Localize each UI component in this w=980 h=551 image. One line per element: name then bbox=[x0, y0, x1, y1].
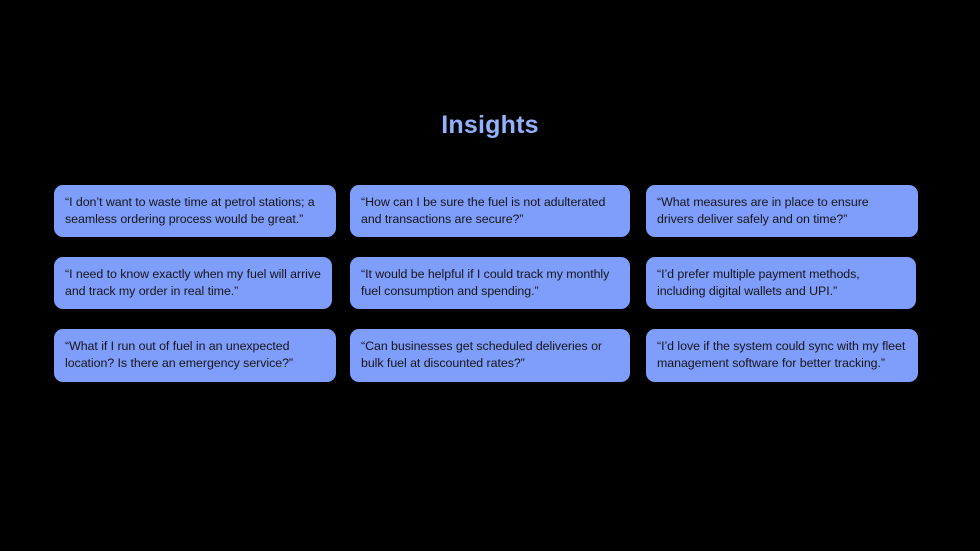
insight-card: “What if I run out of fuel in an unexpec… bbox=[54, 329, 336, 382]
insight-card: “I don’t want to waste time at petrol st… bbox=[54, 185, 336, 238]
page-title: Insights bbox=[441, 111, 539, 139]
insight-card: “I’d love if the system could sync with … bbox=[646, 329, 918, 382]
insight-card: “I need to know exactly when my fuel wil… bbox=[54, 257, 332, 310]
insight-card: “How can I be sure the fuel is not adult… bbox=[350, 185, 630, 238]
insights-grid: “I don’t want to waste time at petrol st… bbox=[54, 185, 920, 382]
insight-card: “It would be helpful if I could track my… bbox=[350, 257, 630, 310]
insight-card: “I’d prefer multiple payment methods, in… bbox=[646, 257, 916, 310]
insight-card: “What measures are in place to ensure dr… bbox=[646, 185, 918, 238]
insight-card: “Can businesses get scheduled deliveries… bbox=[350, 329, 630, 382]
